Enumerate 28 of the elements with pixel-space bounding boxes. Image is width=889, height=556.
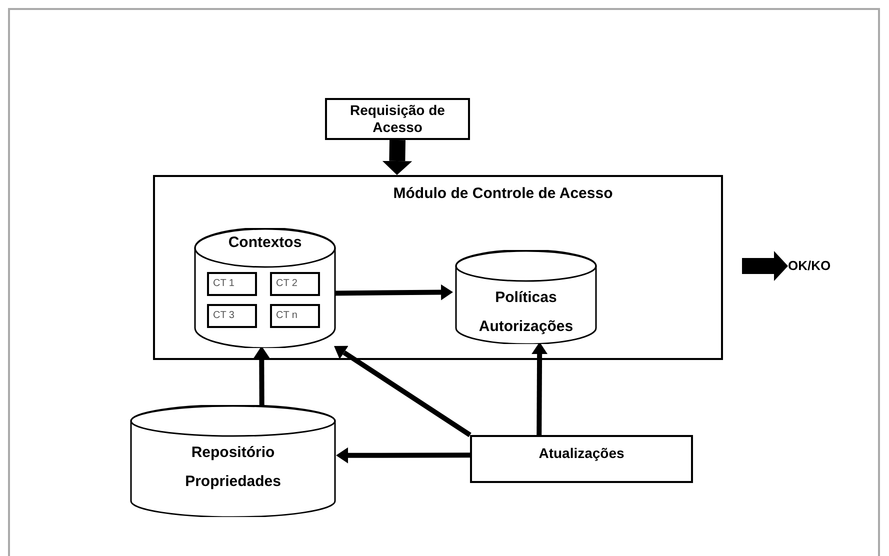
context-box <box>207 304 257 328</box>
module-box <box>153 175 723 360</box>
arrow <box>532 342 548 436</box>
node-label: CT 1 <box>213 279 234 289</box>
process-box <box>470 435 693 483</box>
database-cylinder <box>194 228 336 348</box>
node-label: Contextos <box>228 233 302 253</box>
node-label: OK/KO <box>788 257 831 276</box>
node-label: CT 3 <box>213 311 234 321</box>
database-cylinder <box>455 250 597 344</box>
node-label: Repositório Propriedades <box>184 443 282 492</box>
node-label: Atualizações <box>538 444 624 463</box>
module-title: Módulo de Controle de Acesso <box>392 184 614 204</box>
node-label: CT n <box>276 311 298 321</box>
process-box <box>325 98 470 140</box>
arrow <box>334 284 453 300</box>
arrow <box>334 346 472 438</box>
arrow <box>336 447 470 464</box>
node-label: Políticas Autorizações <box>478 288 574 336</box>
node-label: Requisição de Acesso <box>349 102 446 136</box>
arrow <box>254 346 270 405</box>
arrow <box>382 140 412 175</box>
arrow <box>742 251 788 281</box>
context-box <box>270 272 320 296</box>
node-label: CT 2 <box>276 279 298 289</box>
context-box <box>207 272 257 296</box>
database-cylinder <box>130 405 336 517</box>
context-box <box>270 304 320 328</box>
